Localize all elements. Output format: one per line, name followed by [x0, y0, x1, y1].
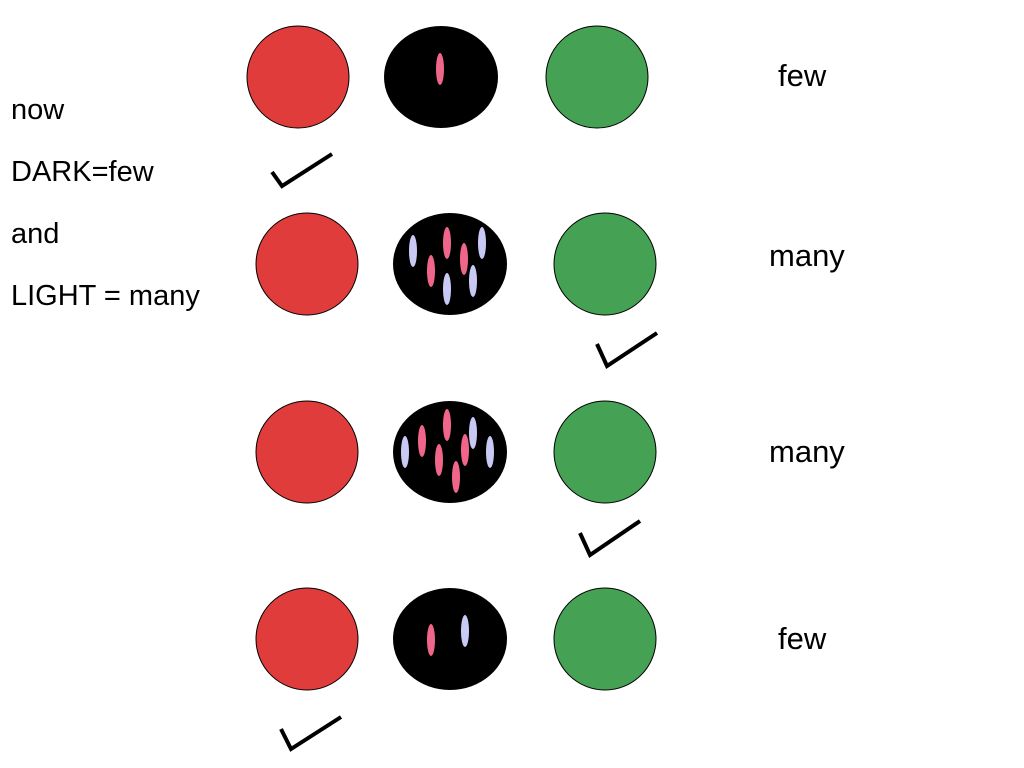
- row-2-pink-mark: [427, 255, 435, 287]
- row-1-red-circle: [246, 25, 350, 129]
- row-2-pink-mark: [460, 243, 468, 275]
- row-3-light-mark: [486, 436, 494, 468]
- row-1-pink-mark: [436, 53, 444, 85]
- row-4-red-circle: [255, 587, 359, 691]
- row-2-pink-mark: [443, 227, 451, 259]
- row-4-green-circle: [553, 587, 657, 691]
- row-2-red-circle: [255, 212, 359, 316]
- row-2-dark-circle: [393, 213, 507, 315]
- row-1-label: few: [778, 58, 827, 93]
- row-3-pink-mark: [418, 425, 426, 457]
- row-3-checkmark-icon: [578, 519, 642, 558]
- row-4-pink-mark: [427, 624, 435, 656]
- row-2-light-mark: [443, 273, 451, 305]
- legend: now DARK=few and LIGHT = many: [11, 88, 200, 336]
- row-1-checkmark-icon: [270, 152, 334, 189]
- row-4-light-mark: [461, 615, 469, 647]
- row-1-green-circle: [545, 25, 649, 129]
- row-3-light-mark: [401, 436, 409, 468]
- row-3-pink-mark: [461, 434, 469, 466]
- legend-line-and: and: [11, 218, 60, 250]
- legend-line-dark: DARK=few: [11, 156, 154, 188]
- legend-line-light: LIGHT = many: [11, 280, 200, 312]
- row-2-green-circle: [553, 212, 657, 316]
- row-3-light-mark: [469, 417, 477, 449]
- row-4-dark-circle: [393, 588, 507, 690]
- row-3-red-circle: [255, 400, 359, 504]
- row-4-checkmark-icon: [279, 715, 343, 752]
- row-3-pink-mark: [452, 461, 460, 493]
- row-2-light-mark: [478, 227, 486, 259]
- row-4-label: few: [778, 621, 827, 656]
- row-2-light-mark: [409, 235, 417, 267]
- row-2-label: many: [769, 238, 845, 273]
- row-2-checkmark-icon: [595, 331, 659, 369]
- row-3-pink-mark: [435, 444, 443, 476]
- legend-line-now: now: [11, 94, 65, 126]
- row-3-label: many: [769, 434, 845, 469]
- row-3-green-circle: [553, 400, 657, 504]
- row-2-light-mark: [469, 265, 477, 297]
- row-3-pink-mark: [443, 409, 451, 441]
